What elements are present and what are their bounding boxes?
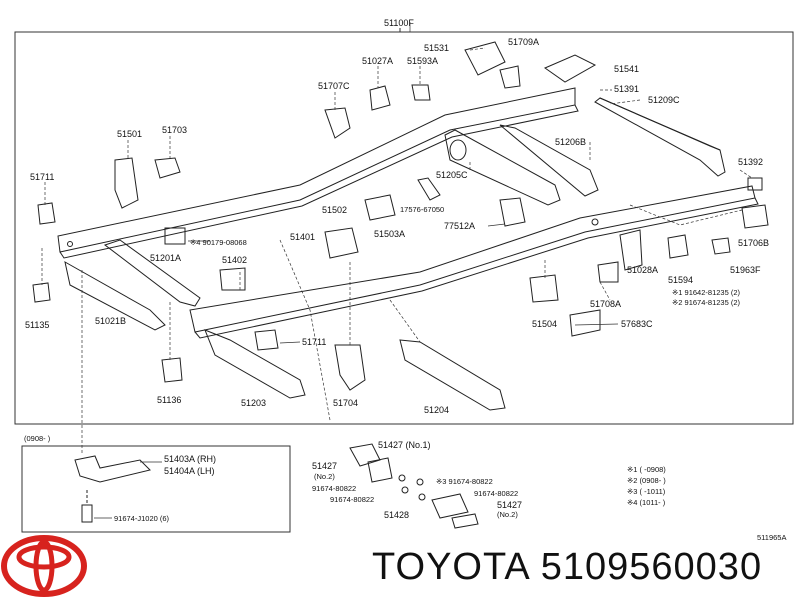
label-51963F: 51963F: [730, 265, 761, 275]
label-51209C: 51209C: [648, 95, 680, 105]
label-51502: 51502: [322, 205, 347, 215]
diagram-frame: [14, 31, 794, 425]
label-51704: 51704: [333, 398, 358, 408]
inset-bracket-drawing: [74, 455, 151, 523]
label-51706B: 51706B: [738, 238, 769, 248]
label-51135: 51135: [25, 320, 49, 330]
label-77512A: 77512A: [444, 221, 475, 231]
legend-1: ※1 ( -0908): [627, 465, 666, 474]
label-51404A: 51404A (LH): [164, 466, 215, 476]
label-51711-a: 51711: [30, 172, 54, 182]
label-51593A: 51593A: [407, 56, 438, 66]
label-51203: 51203: [241, 398, 266, 408]
label-51021B: 51021B: [95, 316, 126, 326]
label-91674-J1020: 91674-J1020 (6): [114, 514, 170, 523]
cross-member-rear: [594, 97, 726, 177]
label-51392: 51392: [738, 157, 763, 167]
label-51027A: 51027A: [362, 56, 393, 66]
frame-rail-upper: [57, 87, 579, 259]
label-51427-c-no2: (No.2): [497, 510, 518, 519]
label-51703: 51703: [162, 125, 187, 135]
label-90179-08068: ※4 90179-08068: [190, 238, 247, 247]
label-51594: 51594: [668, 275, 693, 285]
label-51708A: 51708A: [590, 299, 621, 309]
legend-3: ※3 ( -1011): [627, 487, 666, 496]
inset-left-frame: [21, 445, 291, 533]
label-51427-no1: 51427 (No.1): [378, 440, 431, 450]
label-51541: 51541: [614, 64, 639, 74]
label-51711-b: 51711: [302, 337, 326, 347]
label-51100F: 51100F: [384, 18, 414, 28]
inset-left-date: (0908- ): [24, 434, 51, 443]
label-17576-67050: 17576-67050: [400, 205, 444, 214]
label-51391: 51391: [614, 84, 639, 94]
frame-rail-lower: [189, 185, 759, 339]
shackle-drawing: [349, 443, 479, 529]
label-51401: 51401: [290, 232, 315, 242]
label-51501: 51501: [117, 129, 142, 139]
label-91674-80822-e: 91674-80822: [474, 489, 518, 498]
label-51206B: 51206B: [555, 137, 586, 147]
label-51503A: 51503A: [374, 229, 405, 239]
cross-member-mid: [444, 124, 599, 206]
label-51504: 51504: [532, 319, 557, 329]
label-51205C: 51205C: [436, 170, 468, 180]
label-51709A: 51709A: [508, 37, 539, 47]
label-91642-81235: ※1 91642-81235 (2): [672, 288, 741, 297]
brand-name: TOYOTA: [372, 546, 531, 588]
brackets: [32, 41, 769, 383]
label-51707C: 51707C: [318, 81, 350, 91]
label-51136: 51136: [157, 395, 181, 405]
leader-lines: [41, 47, 753, 455]
legend-2: ※2 (0908- ): [627, 476, 666, 485]
diagram-ref-number: 511965A: [757, 533, 786, 542]
part-number: 5109560030: [540, 546, 763, 588]
toyota-logo: [1, 535, 87, 597]
label-51531: 51531: [424, 43, 449, 53]
label-91674-80822-c: 91674-80822: [330, 495, 374, 504]
label-91674-80822-b: 91674-80822: [312, 484, 356, 493]
label-51028A: 51028A: [627, 265, 658, 275]
label-51403A: 51403A (RH): [164, 454, 216, 464]
label-91674-80822-d: ※3 91674-80822: [436, 477, 493, 486]
label-91674-81235: ※2 91674-81235 (2): [672, 298, 741, 307]
legend-4: ※4 (1011- ): [627, 498, 666, 507]
label-51428: 51428: [384, 510, 409, 520]
label-51427-b-no2: (No.2): [314, 472, 335, 481]
label-51402: 51402: [222, 255, 247, 265]
label-51204: 51204: [424, 405, 449, 415]
label-51427-c: 51427: [497, 500, 522, 510]
label-51427-b: 51427: [312, 461, 337, 471]
label-57683C: 57683C: [621, 319, 653, 329]
label-51201A: 51201A: [150, 253, 181, 263]
